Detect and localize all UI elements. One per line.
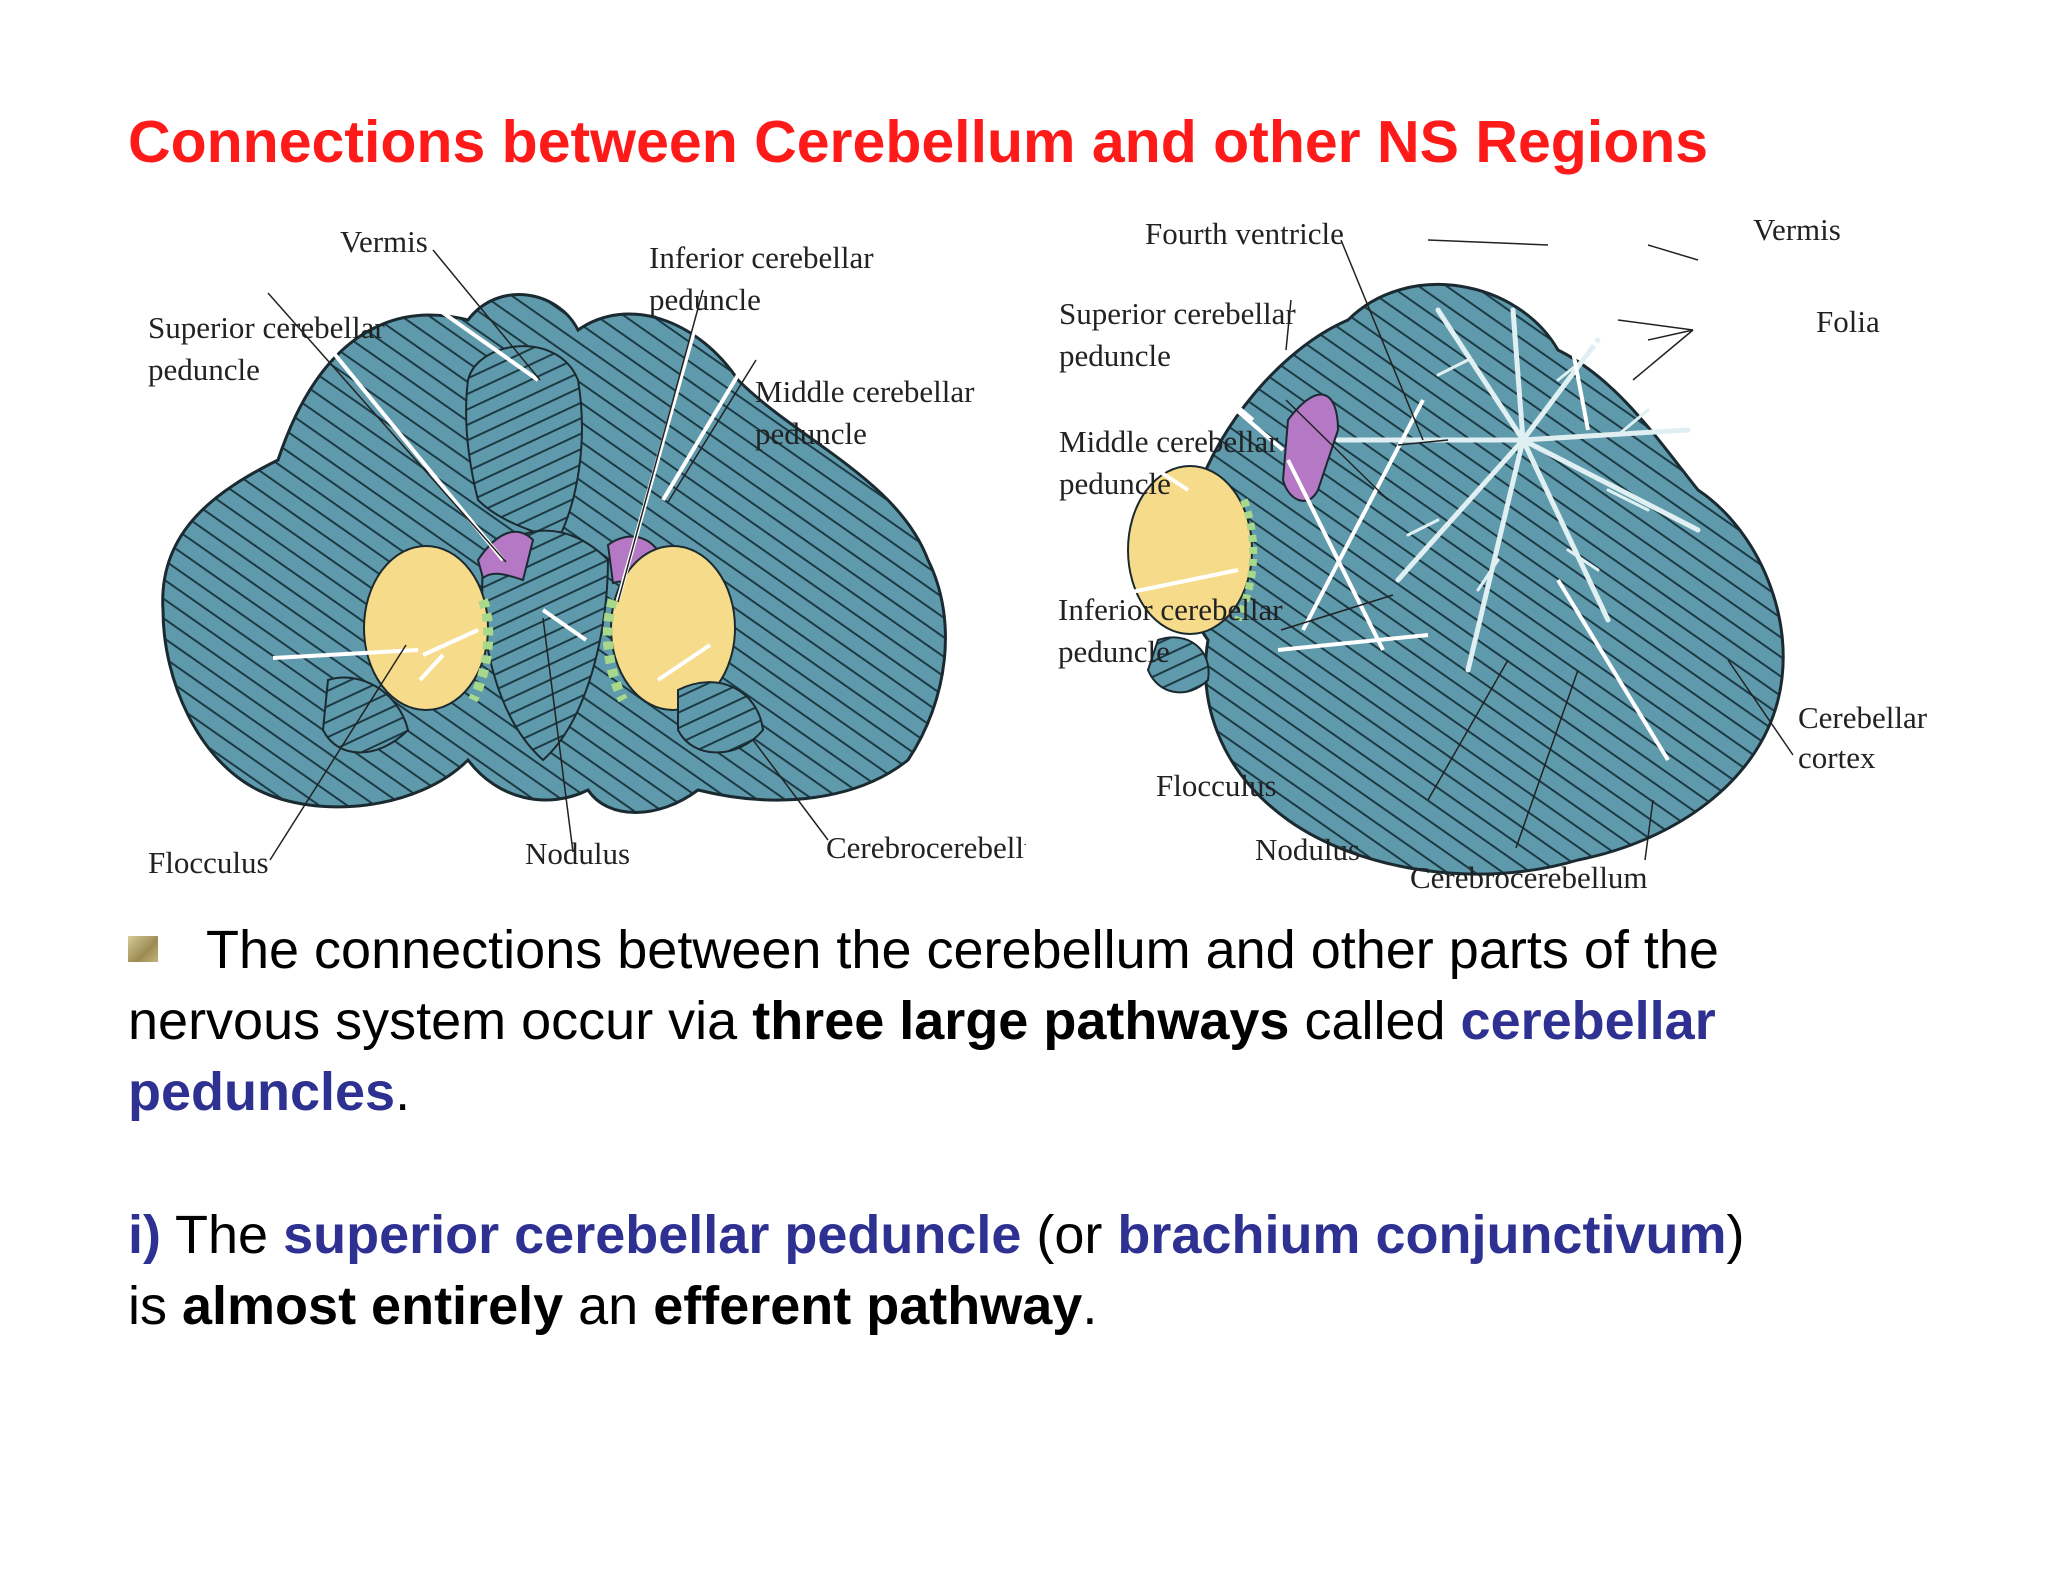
p2-text-2: The [161, 1205, 284, 1265]
label-middle-peduncle-left-line1: Middle cerebellar [755, 374, 975, 409]
p2-roman-numeral: i) [128, 1205, 161, 1265]
label-cerebrocerebellum-right: Cerebrocerebellum [1410, 860, 1648, 895]
label-superior-peduncle-right-line1: Superior cerebellar [1059, 296, 1296, 331]
label-middle-peduncle-right-line2: peduncle [1059, 466, 1171, 501]
p2-text-7: is [128, 1276, 182, 1336]
p2-text-11: . [1082, 1276, 1098, 1336]
p2-brachium-conjunctivum: brachium conjunctivum [1117, 1205, 1727, 1265]
p2-almost-entirely: almost entirely [182, 1276, 564, 1336]
bullet-icon [128, 936, 158, 962]
label-cerebellar-cortex-line2: cortex [1798, 740, 1876, 775]
label-superior-peduncle-left-line2: peduncle [148, 352, 260, 387]
label-middle-peduncle-left-line2: peduncle [755, 416, 867, 451]
label-middle-peduncle-right-line1: Middle cerebellar [1059, 424, 1279, 459]
label-nodulus-left: Nodulus [525, 836, 631, 871]
paragraph-superior-peduncle: i) The superior cerebellar peduncle (or … [128, 1200, 1918, 1342]
p1-cerebellar-peduncles: cerebellar peduncles [128, 991, 1716, 1122]
label-superior-peduncle-left-line1: Superior cerebellar [148, 310, 385, 345]
label-inferior-peduncle-left-line1: Inferior cerebellar [649, 240, 874, 275]
p1-text-1: The connections between the cerebellum a… [128, 920, 1719, 1051]
label-cerebrocerebellum-left-crop: Cerebrocerebellum [826, 826, 1026, 874]
label-flocculus-left: Flocculus [148, 845, 269, 880]
p2-line-2: is almost entirely an efferent pathway. [128, 1271, 1918, 1342]
label-fourth-ventricle: Fourth ventricle [1145, 216, 1344, 251]
p1-three-large-pathways: three large pathways [752, 991, 1290, 1051]
cerebellum-illustration [161, 233, 1794, 876]
label-cerebrocerebellum-left: Cerebrocerebellum [826, 830, 1026, 865]
p1-text-3: called [1289, 991, 1461, 1051]
p2-text-4: (or [1021, 1205, 1118, 1265]
slide-title: Connections between Cerebellum and other… [128, 109, 1709, 175]
label-flocculus-right: Flocculus [1156, 768, 1277, 803]
label-cerebellar-cortex-line1: Cerebellar [1798, 700, 1928, 735]
label-vermis-left: Vermis [340, 224, 428, 259]
left-cerebellum-view [161, 293, 947, 814]
label-vermis-right: Vermis [1753, 212, 1841, 247]
label-inferior-peduncle-right-line1: Inferior cerebellar [1058, 592, 1283, 627]
label-superior-peduncle-right-line2: peduncle [1059, 338, 1171, 373]
label-inferior-peduncle-left-line2: peduncle [649, 282, 761, 317]
label-inferior-peduncle-right-line2: peduncle [1058, 634, 1170, 669]
label-nodulus-right: Nodulus [1255, 832, 1361, 867]
p2-efferent-pathway: efferent pathway [653, 1276, 1083, 1336]
p2-text-9: an [563, 1276, 654, 1336]
leader-lines-dark [267, 239, 1794, 861]
p2-line-1: i) The superior cerebellar peduncle (or … [128, 1200, 1918, 1271]
p1-text-5: . [395, 1062, 411, 1122]
p2-text-6: ) [1726, 1205, 1745, 1265]
p2-superior-cerebellar-peduncle: superior cerebellar peduncle [283, 1205, 1022, 1265]
cerebellum-figure: Vermis Superior cerebellar peduncle Infe… [138, 200, 1938, 900]
label-folia: Folia [1816, 304, 1880, 339]
paragraph-pathways: The connections between the cerebellum a… [128, 915, 1918, 1128]
